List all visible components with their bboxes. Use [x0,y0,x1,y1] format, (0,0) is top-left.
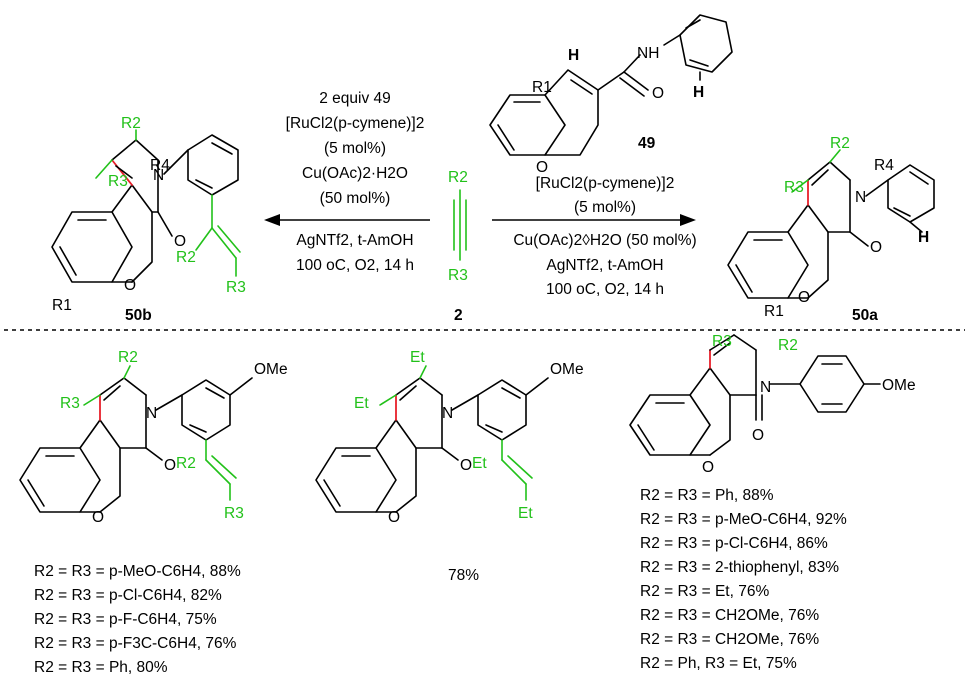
right-condition-4: AgNTf2, t-AmOH [546,257,663,274]
ring-o-right-example: O [702,459,714,476]
right-yield-2: R2 = R3 = p-MeO-C6H4, 92% [640,511,847,528]
compound-50b: R3 R2 N O R4 R2 R3 O R1 50b [51,115,246,324]
r2-alkene-label: R2 [176,249,196,266]
compound-label-50b: 50b [125,307,152,324]
left-yield-3: R2 = R3 = p-F-C6H4, 75% [34,611,217,628]
alkyne-r3: R3 [448,267,468,284]
right-condition-1: [RuCl2(p-cymene)]2 [536,175,675,192]
n-atom: N [153,167,164,184]
right-yield-list: R2 = R3 = Ph, 88% R2 = R3 = p-MeO-C6H4, … [640,487,847,672]
r4-label: R4 [150,157,170,174]
et-1-middle: Et [354,395,369,412]
alkyne-2: R2 R3 2 [448,169,468,324]
r3-label: R3 [108,173,128,190]
ome-right-example: OMe [882,377,916,394]
left-condition-1: 2 equiv 49 [319,90,391,107]
right-yield-3: R2 = R3 = p-Cl-C6H4, 86% [640,535,828,552]
ring-o-middle: O [388,509,400,526]
left-conditions: 2 equiv 49 [RuCl2(p-cymene)]2 (5 mol%) C… [264,90,430,274]
arrow-head-left [264,214,280,226]
o-right-example: O [752,427,764,444]
left-yield-4: R2 = R3 = p-F3C-C6H4, 76% [34,635,237,652]
r1-label: R1 [52,297,72,314]
right-yield-4: R2 = R3 = 2-thiophenyl, 83% [640,559,839,576]
right-yield-8: R2 = Ph, R3 = Et, 75% [640,655,797,672]
ome-left-example: OMe [254,361,288,378]
example-compound-middle: Et Et N O OMe Et Et O [315,349,584,526]
r1-50a: R1 [764,303,784,320]
right-yield-5: R2 = R3 = Et, 76% [640,583,769,600]
r1-49: R1 [532,79,552,96]
o-atom-50a: O [870,239,882,256]
left-yield-1: R2 = R3 = p-MeO-C6H4, 88% [34,563,241,580]
n-middle: N [442,405,453,422]
middle-yield: 78% [448,567,479,584]
arrow-head-right [680,214,696,226]
n-right-example: N [760,379,771,396]
o-atom-49: O [652,85,664,102]
left-condition-6: AgNTf2, t-AmOH [296,232,413,249]
o-atom: O [174,233,186,250]
nh-atom-49: NH [637,45,659,62]
ring-o-left-example: O [92,509,104,526]
r3-alkene-left-example: R3 [224,505,244,522]
right-yield-6: R2 = R3 = CH2OMe, 76% [640,607,819,624]
example-compound-left: R3 R2 N O OMe R2 R3 O [19,349,288,526]
n-atom-50a: N [855,189,866,206]
alkyne-r2: R2 [448,169,468,186]
right-yield-7: R2 = R3 = CH2OMe, 76% [640,631,819,648]
right-conditions: [RuCl2(p-cymene)]2 (5 mol%) Cu(OAc)2◊H2O… [492,175,697,298]
left-condition-2: [RuCl2(p-cymene)]2 [286,115,425,132]
r3-left-example: R3 [60,395,80,412]
r2-50a: R2 [830,135,850,152]
h-atom-49b: H [693,84,704,101]
compound-49: R1 H NH O H O 49 [489,14,733,176]
ome-middle: OMe [550,361,584,378]
ring-o-50a: O [798,289,810,306]
right-yield-1: R2 = R3 = Ph, 88% [640,487,774,504]
left-yield-list: R2 = R3 = p-MeO-C6H4, 88% R2 = R3 = p-Cl… [34,563,241,676]
r2-alkene-left-example: R2 [176,455,196,472]
et-2-middle: Et [410,349,425,366]
r2-left-example: R2 [118,349,138,366]
left-condition-4: Cu(OAc)2·H2O [302,165,408,182]
compound-label-49: 49 [638,135,656,152]
ring-o-49: O [536,159,548,176]
r4-50a: R4 [874,157,894,174]
h-atom-49: H [568,47,579,64]
r2-label: R2 [121,115,141,132]
n-left-example: N [146,405,157,422]
r3-50a: R3 [784,179,804,196]
r3-alkene-label: R3 [226,279,246,296]
left-condition-5: (50 mol%) [320,190,391,207]
ring-o-atom: O [124,277,136,294]
left-yield-2: R2 = R3 = p-Cl-C6H4, 82% [34,587,222,604]
left-condition-7: 100 oC, O2, 14 h [296,257,414,274]
et-4-middle: Et [518,505,533,522]
right-condition-2: (5 mol%) [574,199,636,216]
compound-label-2: 2 [454,307,463,324]
left-yield-5: R2 = R3 = Ph, 80% [34,659,168,676]
compound-label-50a: 50a [852,307,878,324]
o-middle: O [460,457,472,474]
r2-right-example: R2 [778,337,798,354]
right-condition-3: Cu(OAc)2◊H2O (50 mol%) [513,232,696,249]
example-compound-right: R3 R2 N O OMe O [629,333,916,476]
compound-50a: R3 R2 N O R4 H O R1 50a [727,135,935,324]
left-condition-3: (5 mol%) [324,140,386,157]
r3-right-example: R3 [712,333,732,350]
o-left-example: O [164,457,176,474]
et-3-middle: Et [472,455,487,472]
h-atom-50a: H [918,229,929,246]
right-condition-5: 100 oC, O2, 14 h [546,281,664,298]
